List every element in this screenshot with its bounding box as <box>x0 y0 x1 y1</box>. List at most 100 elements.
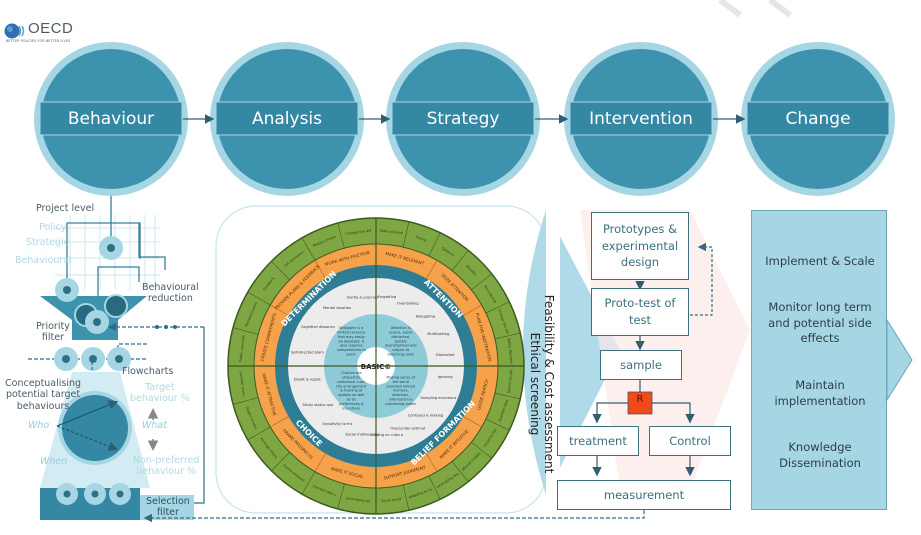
core-text-line: scarce, easily <box>389 330 413 334</box>
item-label: Relying on rules o <box>371 433 403 437</box>
tool-divider <box>451 461 469 482</box>
item-label: Over/under-estimat <box>390 426 426 430</box>
core-text-line: information & <box>389 398 413 402</box>
tool-label: Leveraging soc <box>345 496 371 503</box>
tool-label: Change the def <box>345 228 372 235</box>
core-text-line: preferences & <box>339 402 364 406</box>
feasibility-line1: Feasibility & Cost assessment <box>542 294 556 474</box>
item-label: Overlooking <box>397 302 419 306</box>
measurement-box: measurement <box>557 480 731 510</box>
core-text-line: & framing of <box>340 389 363 393</box>
core-text-line: subject to <box>392 348 409 352</box>
tool-divider <box>247 426 271 441</box>
item-label: Sticky status quo <box>302 403 333 407</box>
stage-strategy <box>386 42 540 196</box>
item-label: Social motives, me <box>345 433 380 437</box>
tool-divider <box>485 301 510 314</box>
strategy-divider <box>426 260 438 279</box>
tool-divider <box>232 327 259 335</box>
core-text-line: options as well <box>338 393 364 397</box>
globe-icon <box>4 23 25 39</box>
feedback-arrow-bottom <box>143 510 645 523</box>
core-text-line: incentives <box>342 406 360 410</box>
item-label: Confused & making <box>408 413 443 417</box>
core-text-line: overwhelmed and <box>385 344 417 348</box>
tool-label: Social proof <box>381 497 402 503</box>
tool-label: Salience <box>441 246 455 257</box>
proto-test-box: Proto-test of test <box>591 288 689 336</box>
stage-label-intervention: Intervention <box>589 109 693 129</box>
strategy-divider <box>463 416 482 428</box>
core-text-line: provided limited <box>386 384 415 388</box>
feasibility-text: Feasibility & Cost assessment Ethical sc… <box>528 274 556 494</box>
change-item-knowledge: Knowledge Dissemination <box>779 440 861 470</box>
target-behaviour-label: Target behaviour % <box>130 382 190 405</box>
tool-divider <box>494 332 521 340</box>
item-label: Inertia & procrast <box>347 295 379 299</box>
strategy-divider <box>270 416 289 428</box>
tool-divider <box>451 250 469 271</box>
tool-divider <box>471 273 492 291</box>
stage-behaviour <box>34 42 188 196</box>
core-text-line: also requires <box>340 344 363 348</box>
item-label: Multitasking <box>427 332 449 336</box>
tool-divider <box>402 221 410 248</box>
behavioural-reduction-label: Behavioural reduction <box>142 282 199 305</box>
core-text-line: switching costs <box>387 352 414 356</box>
conceptualising-label: Conceptualising potential target behavio… <box>5 378 82 412</box>
core-text-line: competencies to <box>337 348 366 352</box>
flowcharts-label: Flowcharts <box>122 366 174 377</box>
level-behavioural: Behavioural <box>15 255 72 266</box>
priority-filter-label: Priority filter <box>36 321 70 344</box>
core-text-line: the world <box>392 380 409 384</box>
change-item-maintain: Maintain implementation <box>774 378 866 408</box>
change-item-implement: Implement & Scale <box>765 254 875 268</box>
item-label: Doubt & regret <box>294 378 322 382</box>
randomize-label: R <box>636 394 644 405</box>
tool-label: Safety Mechani <box>507 338 514 364</box>
item-label: Self-directed blam <box>291 350 324 354</box>
control-box: Control <box>649 426 731 456</box>
tool-label: Timing <box>414 234 427 242</box>
change-item-monitor: Monitor long term and potential side eff… <box>768 300 872 346</box>
stage-label-behaviour: Behaviour <box>67 109 155 129</box>
core-text-line: Making sense of <box>387 376 416 380</box>
change-arrow-tip <box>886 318 913 402</box>
logo-name: OECD <box>28 20 74 37</box>
what-label: What <box>142 420 167 431</box>
item-label: Forgetting <box>378 295 396 299</box>
core-text-line: the arrangement <box>336 384 366 388</box>
stage-intervention <box>564 42 718 196</box>
strategy-divider <box>463 304 482 316</box>
core-text-line: as by <box>347 398 356 402</box>
core-text-line: Willpower is a <box>339 326 363 330</box>
core-text-line: Choices are <box>341 371 361 375</box>
core-text-line: processing power <box>385 402 416 406</box>
who-label: Who <box>28 420 50 431</box>
core-text-line: distracted, <box>391 335 410 339</box>
core-text-line: quickly <box>395 339 407 343</box>
core-text-line: attention, <box>392 393 409 397</box>
tool-divider <box>337 483 345 510</box>
selection-filter-label: Selection filter <box>146 496 190 519</box>
non-preferred-label: Non-preferred behaviour % <box>133 455 200 478</box>
item-label: Cognitive dissonan <box>301 325 335 329</box>
tool-divider <box>271 261 290 280</box>
tool-divider <box>232 397 259 405</box>
when-label: When <box>40 456 68 467</box>
core-text-line: be depleted. It <box>338 339 364 343</box>
project-level-label: Project level <box>36 203 95 214</box>
change-panel: Implement & Scale Monitor long term and … <box>751 210 887 510</box>
stage-circles <box>34 42 895 196</box>
tool-label: Question bias <box>498 399 510 422</box>
feasibility-line2: Ethical screening <box>528 332 542 436</box>
wheel-center-label: BASIC© <box>361 363 392 371</box>
item-label: Distracted <box>436 353 455 357</box>
strategy-divider <box>314 453 326 472</box>
stage-change <box>741 42 895 196</box>
item-label: Ignoring <box>438 375 453 379</box>
decorative-watermark <box>718 0 792 18</box>
tool-label: State-of-mind <box>379 229 402 236</box>
stage-label-change: Change <box>785 109 851 129</box>
level-strategic: Strategic <box>26 237 69 248</box>
